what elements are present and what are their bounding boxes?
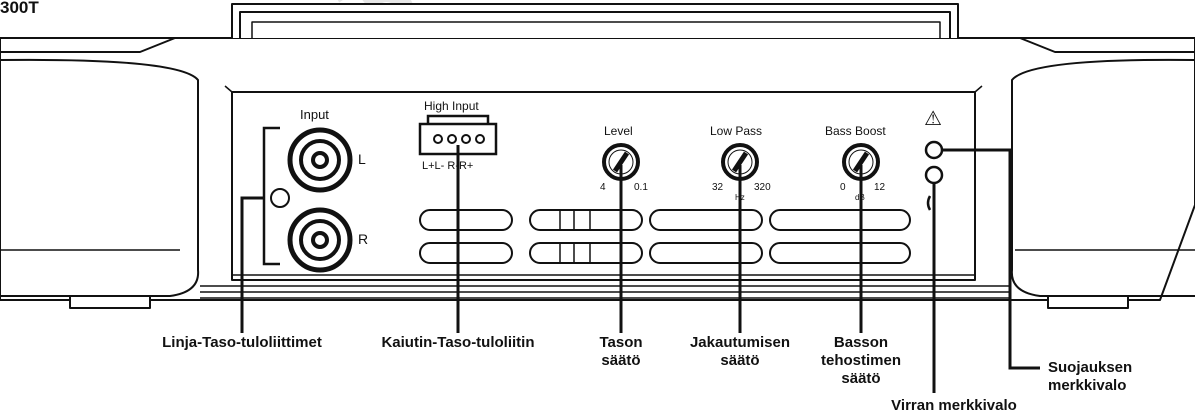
vent-slots — [419, 209, 911, 264]
callout-bass-boost-control: Basson tehostimen säätö — [820, 334, 901, 387]
callout-power-led: Virran merkkivalo — [891, 397, 1017, 414]
foot-right — [1047, 295, 1129, 309]
callout-lines — [240, 145, 1040, 393]
bass-boost-title: Bass Boost — [825, 124, 886, 138]
leader-line-inputs — [240, 196, 264, 333]
level-max-label: 0.1 — [634, 182, 648, 193]
rca-input-jacks — [262, 126, 353, 273]
warning-icon: ⚠ — [924, 108, 942, 130]
control-panel — [231, 91, 976, 281]
low-pass-max-label: 320 — [754, 182, 771, 193]
callout-line-inputs: Linja-Taso-tuloliittimet — [162, 334, 322, 351]
foot-left — [69, 295, 151, 309]
low-pass-min-label: 32 — [712, 182, 724, 193]
callout-protection-led: Suojauksen merkkivalo — [1048, 359, 1133, 394]
model-code: 300T — [0, 0, 39, 17]
level-title: Level — [604, 124, 633, 138]
input-right-label: R — [358, 231, 369, 247]
input-title: Input — [300, 107, 329, 122]
bass-boost-max-label: 12 — [874, 182, 886, 193]
input-left-label: L — [358, 151, 366, 167]
high-input-pin-labels: L+L- R-R+ — [422, 160, 474, 172]
leader-line-protection — [942, 148, 1040, 370]
left-end-cap — [0, 58, 200, 297]
top-rib — [231, 3, 959, 38]
right-end-cap — [1010, 58, 1195, 297]
low-pass-unit: Hz — [735, 193, 745, 202]
low-pass-title: Low Pass — [710, 124, 763, 138]
callout-level-control: Tason säätö — [599, 334, 643, 369]
bass-boost-unit: dB — [855, 193, 865, 202]
high-input-title: High Input — [424, 99, 479, 113]
bass-boost-min-label: 0 — [840, 182, 846, 193]
callout-crossover-control: Jakautumisen säätö — [689, 334, 791, 369]
level-min-label: 4 — [600, 182, 606, 193]
callout-speaker-input: Kaiutin-Taso-tuloliitin — [381, 334, 535, 351]
